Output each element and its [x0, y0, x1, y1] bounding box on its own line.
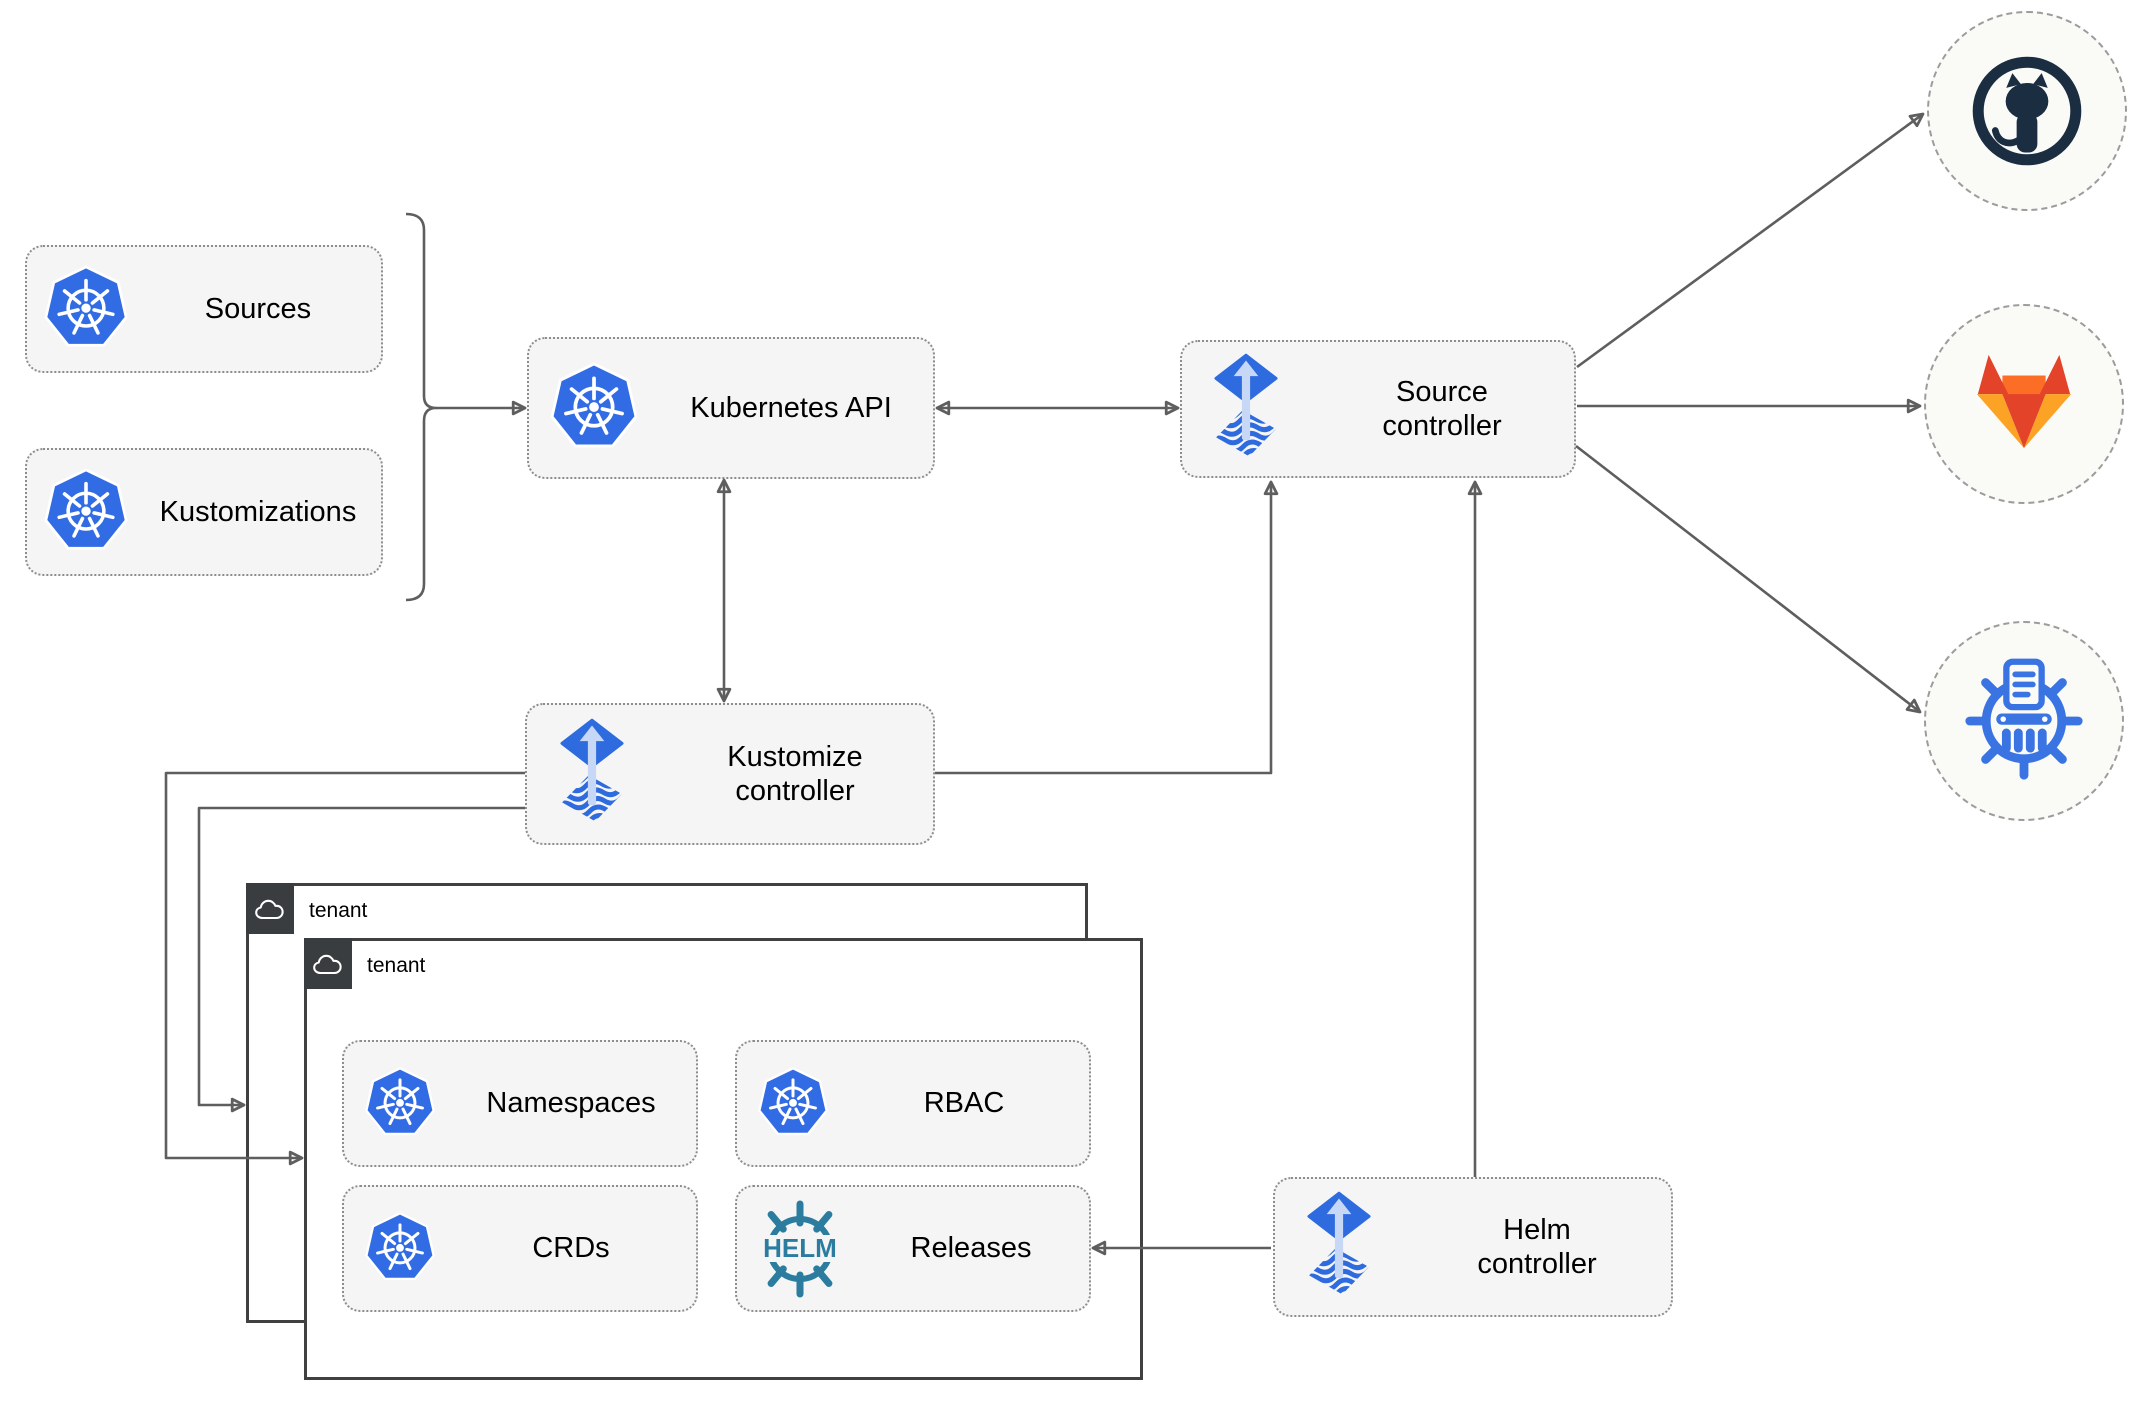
rbac-node: RBAC — [735, 1040, 1091, 1167]
kustomizations-label: Kustomizations — [159, 495, 357, 528]
helm-controller-label: Helm controller — [1477, 1213, 1597, 1280]
source-controller-node: Source controller — [1180, 340, 1576, 478]
gitlab-remote — [1924, 304, 2124, 504]
kubernetes-icon — [344, 1066, 456, 1142]
tenant-label: tenant — [309, 899, 368, 922]
gitlab-icon — [1976, 354, 2072, 449]
cloud-icon — [246, 883, 294, 934]
kustomize-controller-label: Kustomize controller — [727, 740, 863, 807]
namespaces-label: Namespaces — [486, 1087, 656, 1120]
helm-logo-text: HELM — [763, 1233, 837, 1263]
source-controller-label: Source controller — [1382, 375, 1502, 442]
edge-kustomize-source — [935, 480, 1279, 775]
kubernetes-icon — [344, 1211, 456, 1287]
tenant-label: tenant — [367, 954, 426, 977]
github-remote — [1927, 11, 2127, 211]
edge-source-helmrepo — [1575, 444, 1922, 714]
crds-node: CRDs — [342, 1185, 698, 1312]
kubernetes-icon — [529, 361, 659, 456]
helm-repository-remote — [1924, 621, 2124, 821]
kubernetes-icon — [27, 467, 145, 558]
crds-label: CRDs — [532, 1232, 610, 1265]
edge-source-github — [1576, 112, 1925, 369]
kubernetes-api-label: Kubernetes API — [690, 391, 892, 424]
kubernetes-api-node: Kubernetes API — [527, 337, 935, 479]
kustomize-controller-node: Kustomize controller — [525, 703, 935, 845]
sources-node: Sources — [25, 245, 383, 373]
namespaces-node: Namespaces — [342, 1040, 698, 1167]
cloud-icon — [304, 938, 352, 989]
releases-label: Releases — [910, 1232, 1032, 1265]
kubernetes-icon — [27, 264, 145, 355]
flux-icon — [527, 718, 657, 830]
flux-icon — [1275, 1191, 1403, 1303]
helm-controller-node: Helm controller — [1273, 1177, 1673, 1317]
kubernetes-icon — [737, 1066, 849, 1142]
github-icon — [1972, 56, 2082, 166]
sources-label: Sources — [204, 292, 312, 325]
flux-icon — [1182, 353, 1310, 465]
helm-icon: HELM — [737, 1199, 863, 1299]
group-brace — [405, 212, 438, 602]
helm-repository-icon — [1965, 658, 2083, 780]
releases-node: HELM Releases — [735, 1185, 1091, 1312]
rbac-label: RBAC — [923, 1087, 1005, 1120]
kustomizations-node: Kustomizations — [25, 448, 383, 576]
